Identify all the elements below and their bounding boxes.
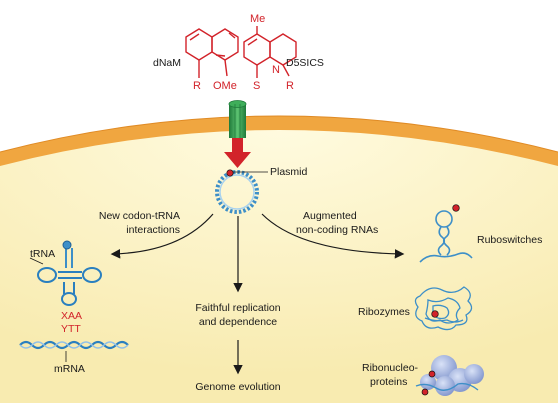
uptake-arrow (224, 138, 251, 168)
ribozyme-rna (414, 286, 473, 331)
plasmid-label: Plasmid (270, 166, 308, 178)
trna-anticodon: XAA (61, 310, 83, 322)
branch-left-line1: New codon-tRNA (98, 210, 180, 222)
ruboswitches-label: Ruboswitches (477, 234, 543, 246)
ruboswitch-rna (419, 204, 473, 263)
arrow-to-ncrna (261, 213, 405, 259)
replication-line2: and dependence (198, 316, 278, 328)
d5sics-n-atom: N (272, 64, 280, 76)
branch-right-line2: non-coding RNAs (296, 224, 379, 236)
trna-label: tRNA (30, 248, 56, 260)
branch-left-line2: interactions (126, 224, 180, 236)
mrna-label: mRNA (54, 363, 85, 375)
genome-evolution-label: Genome evolution (195, 381, 281, 393)
membrane (0, 116, 558, 166)
d5sics-s-substituent: S (253, 80, 261, 92)
plasmid-icon (215, 169, 268, 214)
d5sics-structure (243, 26, 297, 78)
arrow-to-trna (110, 213, 214, 259)
rnp-label-line2: proteins (370, 376, 408, 388)
d5sics-r-substituent: R (286, 80, 294, 92)
mrna-strand (19, 340, 129, 362)
branch-right-line1: Augmented (303, 210, 357, 222)
dnam-r-substituent: R (193, 80, 201, 92)
d5sics-label: D5SICS (286, 57, 324, 69)
rnp-label-line1: Ribonucleo- (362, 362, 419, 374)
replication-line1: Faithful replication (195, 302, 281, 314)
dnam-ome-substituent: OMe (213, 80, 237, 92)
ribozymes-label: Ribozymes (358, 306, 410, 318)
dnam-structure (185, 28, 239, 78)
trna-icon (29, 240, 102, 306)
cytoplasm (0, 124, 558, 403)
d5sics-me-substituent: Me (250, 13, 266, 25)
transporter (228, 100, 247, 138)
ribonucleoprotein-complex (415, 355, 484, 396)
mrna-codon: YTT (61, 323, 81, 335)
dnam-label: dNaM (153, 57, 182, 69)
